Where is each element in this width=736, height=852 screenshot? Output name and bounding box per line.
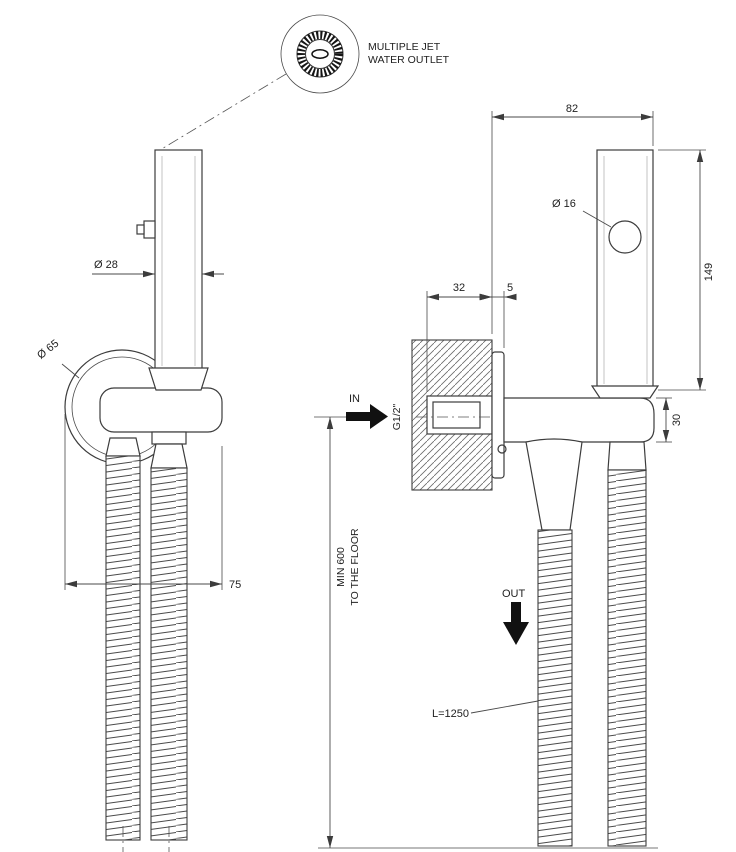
- hand-shower-handle: [136, 149, 209, 391]
- handle-body: [596, 149, 654, 391]
- flexible-hose: [150, 467, 188, 841]
- callout-label-line1: MULTIPLE JET: [368, 41, 441, 53]
- dim-handle-height: 149: [658, 149, 715, 391]
- inwall-valve-port: [432, 401, 481, 429]
- dim-label: 149: [703, 263, 715, 281]
- dim-label: L=1250: [432, 708, 469, 720]
- hose-connector-cone: [105, 437, 141, 457]
- out-flow-arrow-icon: [503, 602, 529, 645]
- hand-shower-handle-side: [590, 149, 660, 399]
- handle-body: [154, 149, 203, 373]
- dim-floor-distance: MIN 600 TO THE FLOOR: [314, 416, 361, 848]
- inlet-flow: IN G1/2": [346, 393, 403, 430]
- flexible-hose: [607, 469, 647, 847]
- detail-callout: MULTIPLE JET WATER OUTLET: [159, 14, 450, 151]
- dim-hose-length: L=1250: [432, 700, 539, 720]
- dim-handle-diameter: Ø 28: [92, 259, 224, 278]
- handle-holder-cup: [590, 385, 660, 399]
- fixing-screw: [497, 444, 507, 454]
- flexible-hose: [537, 529, 573, 847]
- outlet-hose-front: [105, 437, 141, 852]
- dim-label: Ø 28: [94, 259, 118, 271]
- outlet-hole: [608, 220, 642, 254]
- outlet-hose-side: [497, 438, 583, 847]
- outlet-elbow-cone: [525, 438, 583, 531]
- dim-label: 75: [229, 579, 241, 591]
- holder-arm-side: [503, 397, 655, 443]
- dim-label: Ø 16: [552, 198, 576, 210]
- hose-connector-cone: [150, 443, 188, 469]
- front-view: Ø 28 Ø 65 75: [35, 149, 241, 852]
- hose-nut: [151, 431, 187, 445]
- spray-face-icon: [296, 30, 344, 78]
- outlet-flow: OUT: [502, 588, 529, 645]
- callout-leader-line: [159, 73, 287, 151]
- in-flow-arrow-icon: [346, 404, 388, 429]
- callout-label-line2: WATER OUTLET: [368, 54, 450, 66]
- dim-label: Ø 65: [35, 338, 61, 362]
- wall-flange: [491, 351, 505, 479]
- dim-label: 30: [671, 414, 683, 426]
- dim-label: 82: [566, 103, 578, 115]
- dim-projection: 75: [64, 414, 241, 591]
- handle-hose-front: [150, 431, 188, 852]
- dim-label-line2: TO THE FLOOR: [349, 528, 361, 606]
- handle-holder-cup: [148, 367, 209, 391]
- dim-wall-depth: 32: [426, 282, 492, 392]
- dim-label: 32: [453, 282, 465, 294]
- dim-outlet-diameter: Ø 16: [552, 198, 612, 228]
- dim-label: 5: [507, 282, 513, 294]
- dim-plate-diameter: Ø 65: [35, 338, 80, 379]
- callout-circle: [280, 14, 360, 94]
- handle-hose-side: [607, 441, 647, 847]
- holder-arm: [99, 387, 223, 433]
- dim-plate-thickness: 5: [479, 282, 517, 348]
- inlet-thread-label: G1/2": [391, 403, 403, 430]
- control-button-cap: [136, 224, 145, 235]
- control-button: [143, 220, 156, 239]
- outlet-label: OUT: [502, 588, 526, 600]
- inlet-label: IN: [349, 393, 360, 405]
- dim-holder-height: 30: [656, 397, 683, 443]
- flexible-hose: [105, 455, 141, 841]
- dim-label-line1: MIN 600: [335, 547, 347, 587]
- side-view: 82 32 5 149 30: [314, 103, 715, 849]
- hose-connector-cone: [607, 441, 647, 471]
